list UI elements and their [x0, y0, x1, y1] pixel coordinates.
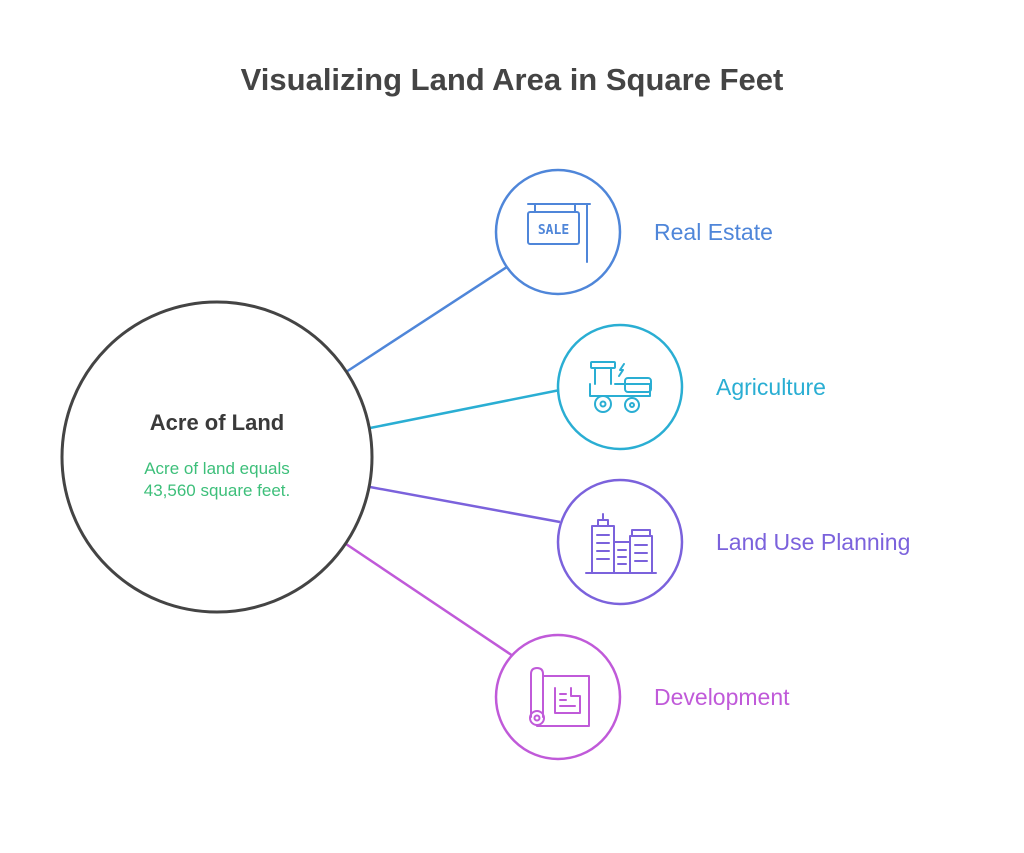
connector-land-use-planning — [369, 485, 561, 524]
city-buildings-icon — [585, 513, 657, 574]
branch-label-development: Development — [654, 684, 790, 710]
center-node-title: Acre of Land — [149, 410, 285, 435]
connector-agriculture — [369, 388, 561, 430]
branch-label-real-estate: Real Estate — [654, 219, 773, 245]
sale-sign-text: SALE — [538, 223, 569, 238]
branch-label-land-use-planning: Land Use Planning — [716, 529, 911, 555]
center-description-line-2: 43,560 square feet. — [143, 481, 291, 500]
node-circle-development — [494, 633, 622, 761]
blueprint-icon — [529, 667, 590, 727]
center-node-circle — [60, 300, 374, 614]
connector-development — [345, 542, 514, 658]
diagram-title: Visualizing Land Area in Square Feet — [240, 62, 784, 97]
tractor-icon — [589, 361, 652, 413]
center-description-line-1: Acre of land equals — [144, 459, 290, 478]
sale-sign-icon: SALE — [527, 203, 591, 263]
branch-label-agriculture: Agriculture — [716, 374, 826, 400]
node-circle-agriculture — [556, 323, 684, 451]
node-circle-real-estate — [494, 168, 622, 296]
center-node-description: Acre of land equals 43,560 square feet. — [92, 458, 342, 502]
connector-real-estate — [345, 263, 511, 374]
